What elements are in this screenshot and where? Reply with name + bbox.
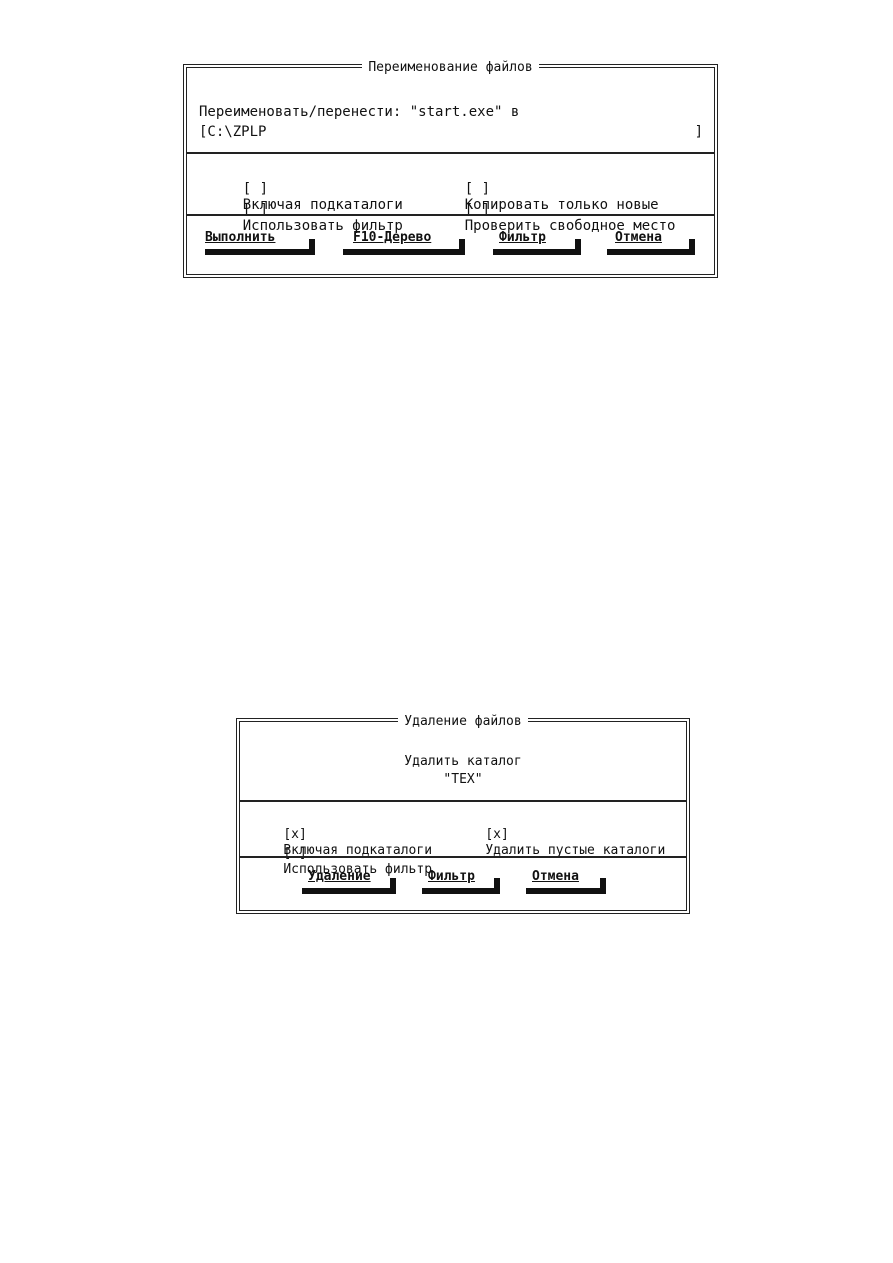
destination-path-close-bracket: ] <box>694 124 703 140</box>
rename-dialog-title: Переименование файлов <box>187 58 714 75</box>
option-check-free-space-label: Проверить свободное место <box>464 218 676 234</box>
delete-question: Удалить каталог <box>404 754 522 769</box>
delete-filter-button-shadow <box>494 878 500 888</box>
delete-button-shadow-bottom <box>302 888 396 894</box>
option-include-subdirs-label: Включая подкаталоги <box>242 197 403 213</box>
destination-path-value: [C:\ZPLP <box>199 124 267 140</box>
delete-option-include-subdirs-checkbox[interactable]: [x] <box>283 827 307 842</box>
execute-button[interactable]: Выполнить <box>205 230 315 255</box>
filter-button[interactable]: Фильтр <box>493 230 581 255</box>
delete-option-remove-empty-dirs-label: Удалить пустые каталоги <box>485 843 666 858</box>
delete-dialog-title: Удаление файлов <box>240 712 686 729</box>
delete-filter-button-shadow-bottom <box>422 888 500 894</box>
option-include-subdirs[interactable]: [ ] Включая подкаталоги <box>209 165 403 229</box>
rename-dialog-title-text: Переименование файлов <box>362 60 539 75</box>
tree-button-shadow <box>459 239 465 249</box>
delete-option-use-filter-checkbox[interactable]: [ ] <box>283 846 307 861</box>
delete-button-shadow <box>390 878 396 888</box>
delete-cancel-button-label: Отмена <box>532 869 579 884</box>
execute-button-shadow <box>309 239 315 249</box>
execute-button-shadow-bottom <box>205 249 315 255</box>
destination-path-input[interactable]: [C:\ZPLP ] <box>199 124 703 142</box>
rename-separator-1 <box>187 152 714 154</box>
cancel-button-shadow <box>689 239 695 249</box>
tree-button[interactable]: F10-Дерево <box>343 230 465 255</box>
delete-cancel-button[interactable]: Отмена <box>526 869 606 894</box>
delete-separator-1 <box>240 800 686 802</box>
delete-option-use-filter-label: Использовать фильтр <box>283 862 433 877</box>
filter-button-shadow <box>575 239 581 249</box>
delete-option-include-subdirs[interactable]: [x] Включая подкаталоги <box>252 811 432 875</box>
tree-button-label: F10-Дерево <box>353 230 432 245</box>
delete-option-remove-empty-dirs[interactable]: [x] Удалить пустые каталоги <box>454 811 665 875</box>
rename-separator-2 <box>187 214 714 216</box>
cancel-button[interactable]: Отмена <box>607 230 695 255</box>
option-include-subdirs-checkbox[interactable]: [ ] <box>242 181 269 197</box>
delete-option-include-subdirs-label: Включая подкаталоги <box>283 843 433 858</box>
delete-button-label: Удаление <box>308 869 371 884</box>
option-use-filter-label: Использовать фильтр <box>242 218 403 234</box>
option-use-filter-checkbox[interactable]: [ ] <box>242 202 269 218</box>
option-copy-newer-only-checkbox[interactable]: [ ] <box>464 181 491 197</box>
option-use-filter[interactable]: [ ] Использовать фильтр <box>209 186 403 250</box>
delete-dialog: Удаление файлов Удалить каталог "TEX" [x… <box>236 714 690 914</box>
rename-prompt: Переименовать/перенести: "start.exe" в <box>199 104 520 120</box>
delete-target: "TEX" <box>443 772 483 787</box>
delete-dialog-title-text: Удаление файлов <box>398 714 528 729</box>
delete-button[interactable]: Удаление <box>302 869 396 894</box>
tree-button-shadow-bottom <box>343 249 465 255</box>
rename-dialog: Переименование файлов Переименовать/пере… <box>183 60 718 278</box>
option-check-free-space-checkbox[interactable]: [ ] <box>464 202 491 218</box>
option-check-free-space[interactable]: [ ] Проверить свободное место <box>431 186 676 250</box>
execute-button-label: Выполнить <box>205 230 276 245</box>
filter-button-shadow-bottom <box>493 249 581 255</box>
delete-cancel-button-shadow <box>600 878 606 888</box>
option-copy-newer-only[interactable]: [ ] Копировать только новые <box>431 165 659 229</box>
delete-cancel-button-shadow-bottom <box>526 888 606 894</box>
option-copy-newer-only-label: Копировать только новые <box>464 197 659 213</box>
cancel-button-shadow-bottom <box>607 249 695 255</box>
delete-separator-2 <box>240 856 686 858</box>
delete-option-remove-empty-dirs-checkbox[interactable]: [x] <box>485 827 509 842</box>
delete-filter-button[interactable]: Фильтр <box>422 869 500 894</box>
delete-filter-button-label: Фильтр <box>428 869 475 884</box>
delete-option-use-filter[interactable]: [ ] Использовать фильтр <box>252 830 432 894</box>
filter-button-label: Фильтр <box>499 230 546 245</box>
cancel-button-label: Отмена <box>615 230 662 245</box>
